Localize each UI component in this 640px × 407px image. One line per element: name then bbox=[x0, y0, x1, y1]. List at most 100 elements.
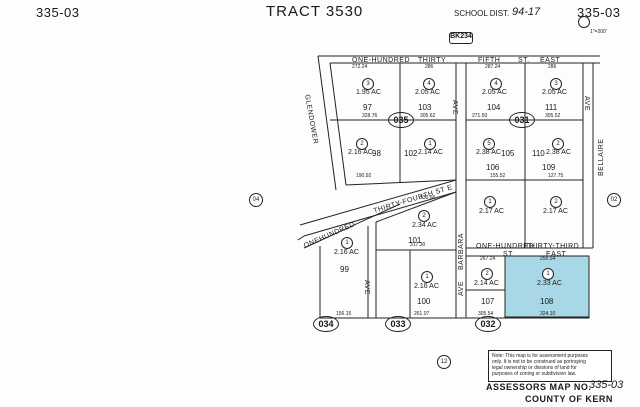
highlighted-parcel bbox=[504, 255, 590, 318]
parcel-acres: 2.34 AC bbox=[412, 222, 437, 229]
parcel-num: 2 bbox=[552, 138, 564, 150]
parcel-num: 2 bbox=[481, 268, 493, 280]
parcel-acres: 2.38 AC bbox=[546, 149, 571, 156]
county-label: COUNTY OF KERN bbox=[525, 394, 613, 404]
parcel-num: 2 bbox=[550, 196, 562, 208]
street-north-1: ONE-HUNDRED bbox=[352, 57, 410, 64]
dim-label: 190.92 bbox=[356, 173, 372, 179]
parcel-acres: 2.14 AC bbox=[418, 149, 443, 156]
parcel-acres: 2.33 AC bbox=[537, 280, 562, 287]
parcel-acres: 2.16 AC bbox=[334, 249, 359, 256]
parcel-lot: 100 bbox=[417, 297, 431, 306]
dim-label: 271.50 bbox=[472, 113, 488, 119]
note-line: Note: This map is for assessment purpose… bbox=[492, 353, 589, 359]
dim-label: 230.66 bbox=[420, 195, 436, 201]
parcel-acres: 2.17 AC bbox=[479, 208, 504, 215]
note-line: legal ownership or divisions of land for bbox=[492, 365, 577, 371]
dim-label: 286 bbox=[425, 64, 434, 70]
dim-label: 155.52 bbox=[490, 173, 506, 179]
adjacent-map-south: 12 bbox=[437, 355, 451, 369]
north-arrow-icon bbox=[578, 16, 590, 28]
dim-label: 305.54 bbox=[478, 311, 494, 317]
dim-label: 286 bbox=[548, 64, 557, 70]
adjacent-map-west: 04 bbox=[249, 193, 263, 207]
dim-label: 287.24 bbox=[485, 64, 501, 70]
parcel-num: 1 bbox=[484, 196, 496, 208]
parcel-acres: 2.16 AC bbox=[414, 283, 439, 290]
parcel-num: 4 bbox=[423, 78, 435, 90]
parcel-num: 1 bbox=[424, 138, 436, 150]
parcel-lot: 98 bbox=[372, 149, 381, 158]
dim-label: 256.54 bbox=[540, 256, 556, 262]
dim-label: 156.15 bbox=[336, 311, 352, 317]
parcel-num: 1 bbox=[341, 237, 353, 249]
parcel-num: 2 bbox=[356, 138, 368, 150]
school-dist-value: 94-17 bbox=[512, 6, 541, 18]
parcel-lot: 108 bbox=[540, 297, 554, 306]
street-north-2: THIRTY bbox=[418, 57, 447, 64]
block-oval: 035 bbox=[388, 112, 414, 128]
parcel-num: 2 bbox=[418, 210, 430, 222]
map-page-right: 335-03 bbox=[577, 5, 621, 20]
street-ave-c: AVE bbox=[363, 280, 370, 295]
dim-label: 328.76 bbox=[362, 113, 378, 119]
parcel-lot: 105 bbox=[501, 149, 515, 158]
parcel-num: 4 bbox=[490, 78, 502, 90]
street-south-east: EAST bbox=[546, 251, 567, 258]
parcel-acres: 2.16 AC bbox=[348, 149, 373, 156]
street-north-3: FIFTH bbox=[478, 57, 501, 64]
street-ave-d: AVE bbox=[458, 281, 465, 296]
parcel-num: 3 bbox=[362, 78, 374, 90]
parcel-lot: 97 bbox=[363, 103, 372, 112]
block-oval: 034 bbox=[313, 316, 339, 332]
parcel-lot: 103 bbox=[418, 103, 432, 112]
dim-label: 127.75 bbox=[548, 173, 564, 179]
street-south-st: ST bbox=[503, 251, 513, 258]
dim-label: 261.07 bbox=[414, 311, 430, 317]
parcel-lot: 107 bbox=[481, 297, 495, 306]
school-dist-label: SCHOOL DIST. bbox=[454, 9, 510, 18]
block-oval: 031 bbox=[509, 112, 535, 128]
parcel-lot: 111 bbox=[545, 103, 558, 112]
parcel-lot: 104 bbox=[487, 103, 501, 112]
parcel-lot: 109 bbox=[542, 163, 556, 172]
parcel-num: 3 bbox=[550, 78, 562, 90]
parcel-acres: 1.95 AC bbox=[356, 89, 381, 96]
parcel-lot: 102 bbox=[404, 149, 418, 158]
parcel-acres: 2.05 AC bbox=[482, 89, 507, 96]
parcel-num: 5 bbox=[483, 138, 495, 150]
street-bellaire: BELLAIRE bbox=[598, 138, 605, 176]
parcel-acres: 2.14 AC bbox=[474, 280, 499, 287]
parcel-acres: 2.17 AC bbox=[543, 208, 568, 215]
assessor-map-label: ASSESSORS MAP NO. bbox=[486, 382, 592, 392]
parcel-acres: 2.05 AC bbox=[542, 89, 567, 96]
dim-label: 272.24 bbox=[352, 64, 368, 70]
block-oval: 033 bbox=[385, 316, 411, 332]
street-south-1: ONE-HUNDRED bbox=[476, 243, 534, 250]
street-ave-b: AVE bbox=[583, 96, 590, 111]
parcel-acres: 2.05 AC bbox=[415, 89, 440, 96]
dim-label: 324.10 bbox=[540, 311, 556, 317]
parcel-lot: 101 bbox=[408, 236, 422, 245]
parcel-lot: 99 bbox=[340, 265, 349, 274]
assessor-map-number: 335-03 bbox=[589, 379, 624, 391]
street-north-5: EAST bbox=[540, 57, 561, 64]
parcel-num: 1 bbox=[421, 271, 433, 283]
dim-label: 305.62 bbox=[420, 113, 436, 119]
map-page-left: 335-03 bbox=[36, 5, 80, 20]
adjacent-map-east: 02 bbox=[607, 193, 621, 207]
disclaimer-note: Note: This map is for assessment purpose… bbox=[488, 350, 612, 382]
street-south-2: THIRTY-THIRD bbox=[525, 243, 580, 250]
street-ave-a: AVE bbox=[451, 100, 458, 115]
parcel-num: 1 bbox=[542, 268, 554, 280]
block-oval: 032 bbox=[475, 316, 501, 332]
note-line: only. It is not to be construed as portr… bbox=[492, 359, 586, 365]
scale-note: 1"=200' bbox=[590, 29, 607, 35]
tract-title: TRACT 3530 bbox=[266, 3, 364, 20]
parcel-acres: 2.38 AC bbox=[476, 149, 501, 156]
street-north-4: ST. bbox=[518, 57, 530, 64]
dim-label: 317.30 bbox=[410, 242, 426, 248]
book-ref: BK234 bbox=[449, 32, 473, 44]
